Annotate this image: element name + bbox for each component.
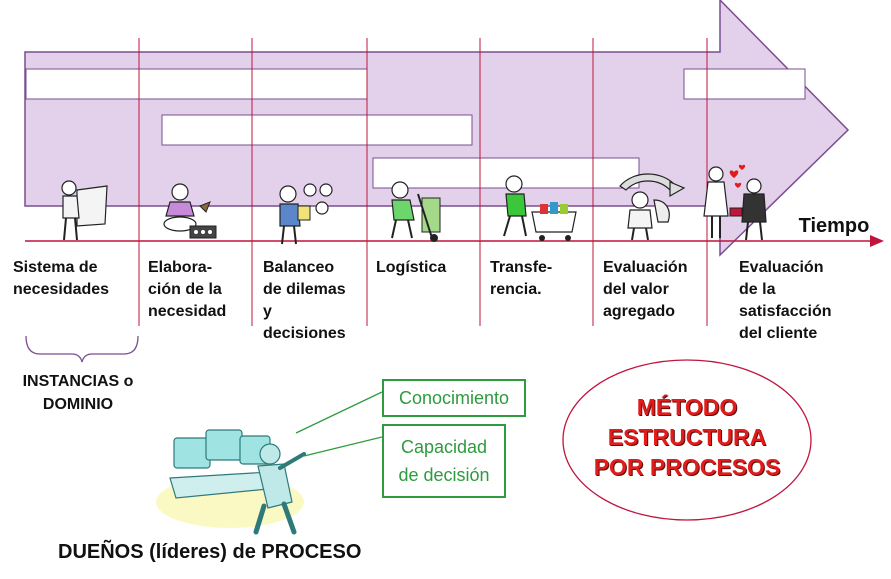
time-axis-arrowhead: [870, 235, 884, 247]
stage-label-balanceo: Balanceo de dilemas y decisiones: [263, 259, 346, 342]
process-owners-label: DUEÑOS (líderes) de PROCESO: [58, 541, 362, 563]
stage-label-logistica: Logística: [376, 259, 447, 276]
domain-label: INSTANCIAS o DOMINIO: [22, 373, 134, 413]
person-hand-truck-icon: [391, 181, 441, 242]
knowledge-box: Conocimiento: [382, 379, 526, 417]
person-shopping-cart-icon: [503, 175, 577, 241]
phase-bar-4: [683, 68, 806, 100]
phase-bar-2: [161, 114, 473, 146]
stage-label-evaluacion-satisfaccion: Evaluación de la satisfacción del client…: [739, 259, 832, 342]
decision-capacity-box: Capacidad de decisión: [382, 424, 506, 498]
couple-with-hearts-icon: [703, 164, 767, 241]
person-with-computers-icon: [156, 429, 306, 535]
stage-label-transferencia: Transfe- rencia.: [490, 259, 553, 298]
stage-label-sistema-de-necesidades: Sistema de necesidades: [13, 259, 110, 298]
stage-dividers: [138, 38, 708, 326]
method-title: MÉTODO ESTRUCTURA POR PROCESOS: [593, 394, 781, 480]
connector-line: [303, 436, 383, 457]
stage-label-elaboracion: Elabora- ción de la necesidad: [148, 259, 227, 320]
person-with-large-arrow-icon: [619, 173, 686, 241]
person-cooking-icon: [163, 183, 217, 239]
stage-label-evaluacion-valor: Evaluación del valor agregado: [603, 259, 688, 320]
time-axis-label: Tiempo: [799, 215, 870, 237]
phase-bar-1: [25, 68, 368, 100]
domain-bracket: [25, 335, 139, 363]
connector-line: [295, 391, 383, 434]
method-ellipse: [562, 359, 812, 521]
person-juggling-icon: [279, 183, 333, 245]
person-with-map-icon: [61, 180, 108, 241]
